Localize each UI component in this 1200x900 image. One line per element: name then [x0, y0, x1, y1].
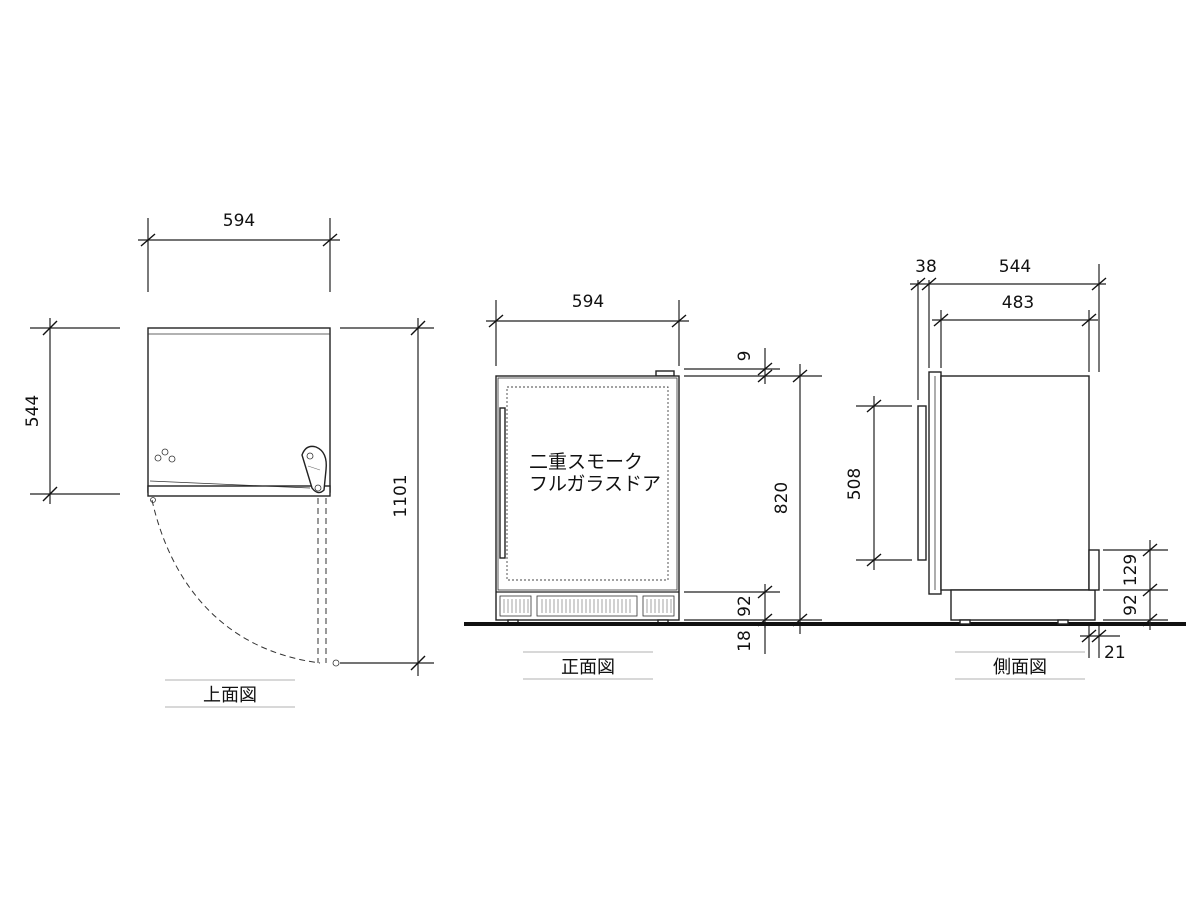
side-vent: [1088, 549, 1100, 591]
side-vent-offset-dim: 21: [1104, 643, 1126, 663]
side-view: 38 544 483 508 129 92 21 側面図: [845, 257, 1168, 680]
door-note-line2: フルガラスドア: [529, 473, 661, 495]
side-view-title: 側面図: [993, 657, 1047, 678]
side-handle-dim: 508: [845, 468, 865, 500]
front-top-gap-dim: 9: [735, 351, 755, 362]
front-height-dim: 820: [772, 482, 792, 514]
hinge-plate-icon: [301, 445, 327, 494]
top-foot-left: [150, 497, 156, 503]
top-door-inner-line: [149, 480, 311, 489]
front-base-grille: [499, 595, 675, 617]
side-vent-dim: 129: [1121, 554, 1141, 586]
side-foot-front: [959, 619, 971, 625]
front-top-knob: [655, 370, 675, 377]
door-note-line1: 二重スモーク: [529, 451, 643, 473]
top-depth-dim: 544: [23, 395, 43, 427]
front-view: 二重スモーク フルガラスドア 594 9 92 18 820: [486, 292, 822, 680]
front-door-handle: [499, 407, 506, 559]
top-cabinet-outline: [147, 327, 331, 493]
side-door-handle: [917, 405, 927, 561]
top-vent-holes: [154, 448, 176, 463]
top-width-dim: 594: [223, 211, 255, 231]
side-base-dim: 92: [1121, 594, 1141, 616]
front-door-frame: [497, 377, 678, 591]
top-door-knob: [332, 659, 340, 667]
top-swing-dim: 1101: [391, 474, 411, 517]
front-view-title: 正面図: [561, 657, 615, 678]
top-door-band: [147, 485, 331, 497]
side-body-depth-dim: 483: [1002, 293, 1034, 313]
side-cabinet-body: [940, 375, 1090, 591]
side-base: [950, 589, 1096, 621]
top-view-title: 上面図: [203, 685, 257, 706]
side-foot-rear: [1057, 619, 1069, 625]
front-base-dim: 92: [735, 595, 755, 617]
side-door-thickness-dim: 38: [915, 257, 937, 277]
door-swing-arc: [151, 499, 321, 664]
front-cabinet-outline: [495, 375, 680, 621]
front-glass-area: [506, 386, 669, 581]
front-width-dim: 594: [572, 292, 604, 312]
top-view: 594 544 1101 上面図: [23, 211, 434, 708]
side-depth-dim: 544: [999, 257, 1031, 277]
front-foot-dim: 18: [735, 630, 755, 652]
